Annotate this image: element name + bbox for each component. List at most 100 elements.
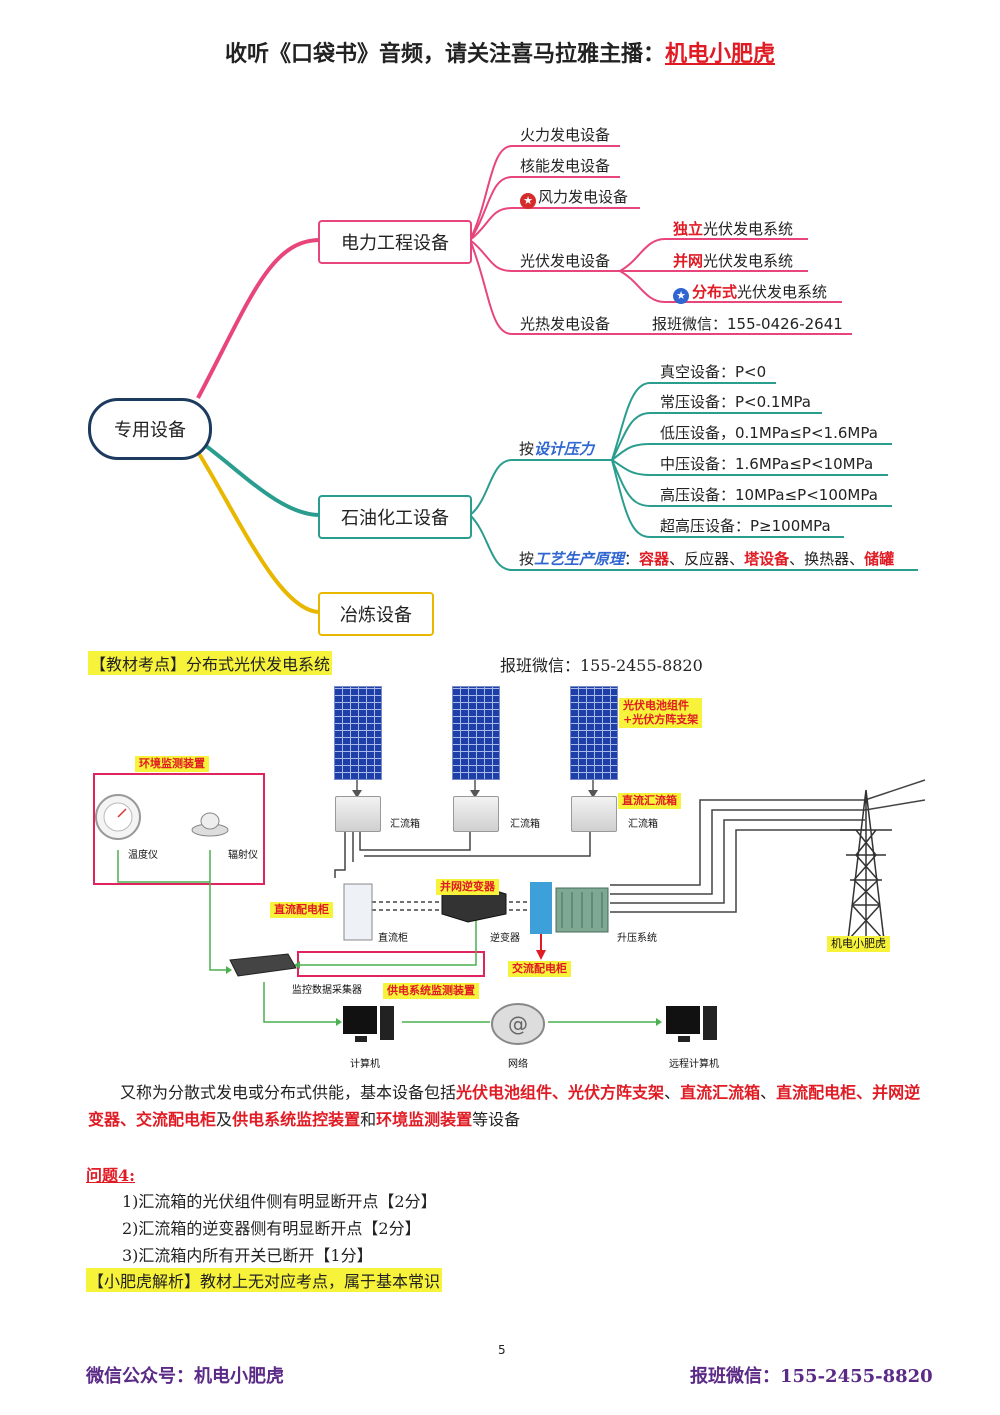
process-item: 、反应器、 bbox=[669, 550, 745, 568]
mindmap-root: 专用设备 bbox=[88, 398, 212, 460]
by-pressure-prefix: 按 bbox=[519, 440, 535, 458]
pv-system-rest: 光伏发电系统 bbox=[703, 220, 794, 238]
thermometer-label: 温度仪 bbox=[128, 850, 158, 861]
process-item: 、换热器、 bbox=[789, 550, 865, 568]
para-seg: 及 bbox=[216, 1110, 233, 1129]
pv-panel-image bbox=[452, 686, 500, 780]
tag-watermark: 机电小肥虎 bbox=[827, 936, 890, 952]
computer-label: 计算机 bbox=[350, 1059, 380, 1070]
combiner-label: 汇流箱 bbox=[510, 819, 540, 830]
para-seg: 、 bbox=[664, 1083, 681, 1102]
answer-line: 3)汇流箱内所有开关已断开【1分】 bbox=[122, 1246, 373, 1265]
para-seg: 、 bbox=[120, 1110, 137, 1129]
pv-system-rest: 光伏发电系统 bbox=[737, 283, 828, 301]
mindmap-contact: 报班微信：155-0426-2641 bbox=[652, 315, 843, 333]
topic-tag: 【教材考点】分布式光伏发电系统 bbox=[88, 651, 333, 675]
combiner-box-image bbox=[571, 796, 617, 832]
pressure-item: 超高压设备：P≥100MPa bbox=[660, 517, 831, 535]
branch-petro-label: 石油化工设备 bbox=[341, 508, 449, 529]
by-process-key: 工艺生产原理 bbox=[534, 550, 625, 568]
question-title: 问题4: bbox=[86, 1166, 136, 1185]
pv-system-strong: 独立 bbox=[673, 220, 704, 238]
page-number: 5 bbox=[498, 1343, 506, 1357]
power-item: 光热发电设备 bbox=[520, 315, 611, 333]
pv-system-rest: 光伏发电系统 bbox=[703, 252, 794, 270]
power-item-wind: ★风力发电设备 bbox=[520, 186, 628, 209]
collector-label: 监控数据采集器 bbox=[292, 985, 362, 996]
pressure-item: 常压设备：P<0.1MPa bbox=[660, 393, 811, 411]
by-process-colon: ： bbox=[624, 550, 640, 568]
branch-power-equipment: 电力工程设备 bbox=[318, 220, 472, 264]
combiner-label: 汇流箱 bbox=[628, 819, 658, 830]
para-seg: 光伏电池组件 bbox=[456, 1083, 553, 1102]
pv-panel-image bbox=[570, 686, 618, 780]
dc-cabinet-label: 直流柜 bbox=[378, 933, 408, 944]
inverter-label: 逆变器 bbox=[490, 933, 520, 944]
process-item: 容器 bbox=[639, 550, 670, 568]
footer-contact: 报班微信：155-2455-8820 bbox=[690, 1366, 933, 1387]
answer-line: 2)汇流箱的逆变器侧有明显断开点【2分】 bbox=[122, 1219, 421, 1238]
pv-system: 并网光伏发电系统 bbox=[673, 250, 793, 271]
tag-dc-combiner: 直流汇流箱 bbox=[618, 793, 681, 809]
tag-grid-inverter: 并网逆变器 bbox=[436, 879, 499, 895]
power-item: 火力发电设备 bbox=[520, 126, 611, 144]
process-item: 储罐 bbox=[864, 550, 895, 568]
pv-system-strong: 分布式 bbox=[692, 283, 738, 301]
by-process-prefix: 按 bbox=[519, 550, 535, 568]
mindmap-connectors bbox=[196, 145, 918, 614]
para-seg: 供电系统监控装置 bbox=[232, 1110, 361, 1129]
pv-system: ★分布式光伏发电系统 bbox=[673, 281, 827, 304]
para-seg: 直流汇流箱 bbox=[680, 1083, 761, 1102]
para-seg: 直流配电柜 bbox=[776, 1083, 857, 1102]
footer-wechat-account: 微信公众号：机电小肥虎 bbox=[86, 1366, 284, 1387]
header-prefix: 收听《口袋书》音频，请关注喜马拉雅主播： bbox=[224, 41, 665, 67]
branch-petrochemical-equipment: 石油化工设备 bbox=[318, 495, 472, 539]
star-icon: ★ bbox=[673, 288, 689, 304]
pv-system: 独立光伏发电系统 bbox=[673, 218, 793, 239]
pressure-item: 低压设备，0.1MPa≤P<1.6MPa bbox=[660, 424, 878, 442]
analysis-note: 【小肥虎解析】教材上无对应考点，属于基本常识 bbox=[86, 1268, 443, 1292]
svg-text:@: @ bbox=[508, 1012, 528, 1036]
root-label: 专用设备 bbox=[114, 420, 186, 441]
power-item-label: 风力发电设备 bbox=[538, 188, 629, 206]
tag-ac-cabinet: 交流配电柜 bbox=[508, 961, 571, 977]
tag-pv-module: 光伏电池组件 +光伏方阵支架 bbox=[619, 698, 703, 728]
power-item: 核能发电设备 bbox=[520, 157, 611, 175]
diagram-contact: 报班微信：155-2455-8820 bbox=[500, 656, 703, 675]
pressure-item: 中压设备：1.6MPa≤P<10MPa bbox=[660, 455, 874, 473]
para-seg: 并网逆变器 bbox=[88, 1083, 921, 1129]
para-seg: 又称为分散式发电或分布式供能，基本设备包括 bbox=[120, 1083, 457, 1102]
para-seg: 环境监测装置 bbox=[376, 1110, 473, 1129]
combiner-label: 汇流箱 bbox=[390, 819, 420, 830]
pv-panel-image bbox=[334, 686, 382, 780]
boost-label: 升压系统 bbox=[617, 933, 657, 944]
star-icon: ★ bbox=[520, 193, 536, 209]
process-item: 塔设备 bbox=[744, 550, 790, 568]
para-seg: 等设备 bbox=[472, 1110, 521, 1129]
radiometer-label: 辐射仪 bbox=[228, 850, 258, 861]
para-seg: 交流配电柜 bbox=[136, 1110, 217, 1129]
by-pressure-key: 设计压力 bbox=[534, 440, 595, 458]
tag-env-monitor: 环境监测装置 bbox=[135, 756, 209, 772]
combiner-box-image bbox=[453, 796, 499, 832]
pv-system-diagram: @ bbox=[93, 758, 926, 1045]
remote-computer-label: 远程计算机 bbox=[669, 1059, 719, 1070]
para-seg: 光伏方阵支架 bbox=[568, 1083, 665, 1102]
page-header: 收听《口袋书》音频，请关注喜马拉雅主播：机电小肥虎 bbox=[0, 36, 1000, 68]
pv-system-strong: 并网 bbox=[673, 252, 704, 270]
by-pressure-label: 按设计压力 bbox=[519, 438, 594, 459]
combiner-box-image bbox=[335, 796, 381, 832]
branch-power-label: 电力工程设备 bbox=[341, 233, 449, 254]
network-label: 网络 bbox=[508, 1059, 528, 1070]
power-item: 光伏发电设备 bbox=[520, 252, 611, 270]
para-seg: 和 bbox=[360, 1110, 377, 1129]
pressure-item: 真空设备：P<0 bbox=[660, 363, 767, 381]
by-process-line: 按工艺生产原理：容器、反应器、塔设备、换热器、储罐 bbox=[519, 548, 894, 569]
para-seg: 、 bbox=[856, 1083, 873, 1102]
para-seg: 、 bbox=[760, 1083, 777, 1102]
para-seg: 、 bbox=[552, 1083, 569, 1102]
header-anchor-link[interactable]: 机电小肥虎 bbox=[665, 41, 776, 67]
tag-supply-monitor: 供电系统监测装置 bbox=[383, 983, 479, 999]
tag-dc-cabinet: 直流配电柜 bbox=[270, 902, 333, 918]
branch-smelting-equipment: 冶炼设备 bbox=[318, 592, 434, 636]
